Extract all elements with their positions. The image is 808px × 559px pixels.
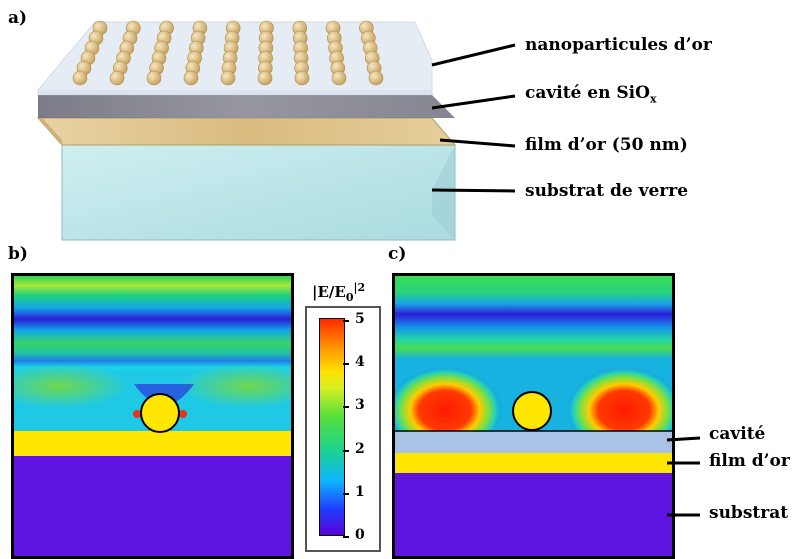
colorbar-tick-mark bbox=[343, 406, 349, 409]
nanoparticle-array bbox=[72, 20, 384, 86]
nanoparticle bbox=[257, 70, 273, 86]
colorbar-tick-mark bbox=[343, 492, 349, 495]
colorbar-tick-mark bbox=[343, 536, 349, 538]
cavity-c bbox=[395, 431, 672, 453]
nanoparticle-b bbox=[140, 393, 180, 433]
nanoparticle bbox=[146, 70, 162, 86]
nanoparticle bbox=[331, 70, 347, 86]
panel-label-a: a) bbox=[8, 8, 28, 28]
field-map-b bbox=[11, 273, 294, 559]
leader-lines-a bbox=[431, 43, 516, 193]
field-map-c bbox=[392, 273, 675, 559]
colorbar-tick-label: 5 bbox=[355, 311, 365, 327]
panel-label-b: b) bbox=[8, 244, 28, 264]
colorbar-gradient bbox=[319, 318, 345, 536]
nanoparticle bbox=[109, 70, 125, 86]
colorbar-tick-label: 2 bbox=[355, 440, 365, 457]
colorbar-tick-label: 3 bbox=[355, 397, 365, 414]
colorbar-label: |E/E0|2 bbox=[312, 281, 366, 304]
panel-label-c: c) bbox=[388, 244, 407, 264]
label-c-cavity: cavité bbox=[709, 424, 766, 444]
label-substrate: substrat de verre bbox=[525, 181, 689, 201]
colorbar-tick-mark bbox=[343, 320, 349, 322]
label-c-gold-film: film d’or bbox=[709, 451, 790, 471]
colorbar-tick-label: 0 bbox=[355, 527, 365, 543]
colorbar-tick-mark bbox=[343, 449, 349, 452]
label-c-substrate: substrat bbox=[709, 503, 789, 523]
colorbar-frame: 5 4 3 2 1 0 bbox=[305, 306, 381, 552]
colorbar-tick-mark bbox=[343, 363, 349, 366]
nanoparticle bbox=[220, 70, 236, 86]
substrate-c bbox=[395, 473, 672, 556]
nanoparticle bbox=[183, 70, 199, 86]
nanoparticle bbox=[368, 70, 384, 86]
nanoparticle bbox=[294, 70, 310, 86]
nanoparticle-c bbox=[512, 391, 552, 431]
label-gold-film: film d’or (50 nm) bbox=[525, 135, 688, 155]
cavity-layer bbox=[38, 95, 455, 118]
label-cavity: cavité en SiOx bbox=[525, 83, 657, 106]
substrate-b bbox=[14, 456, 291, 556]
gold-film-c bbox=[395, 453, 672, 473]
label-nanoparticles: nanoparticules d’or bbox=[525, 35, 712, 55]
colorbar-tick-label: 1 bbox=[355, 483, 365, 500]
gold-film-b bbox=[14, 431, 291, 456]
device-schematic bbox=[36, 20, 457, 241]
colorbar-tick-label: 4 bbox=[355, 354, 365, 371]
nanoparticle bbox=[72, 70, 88, 86]
